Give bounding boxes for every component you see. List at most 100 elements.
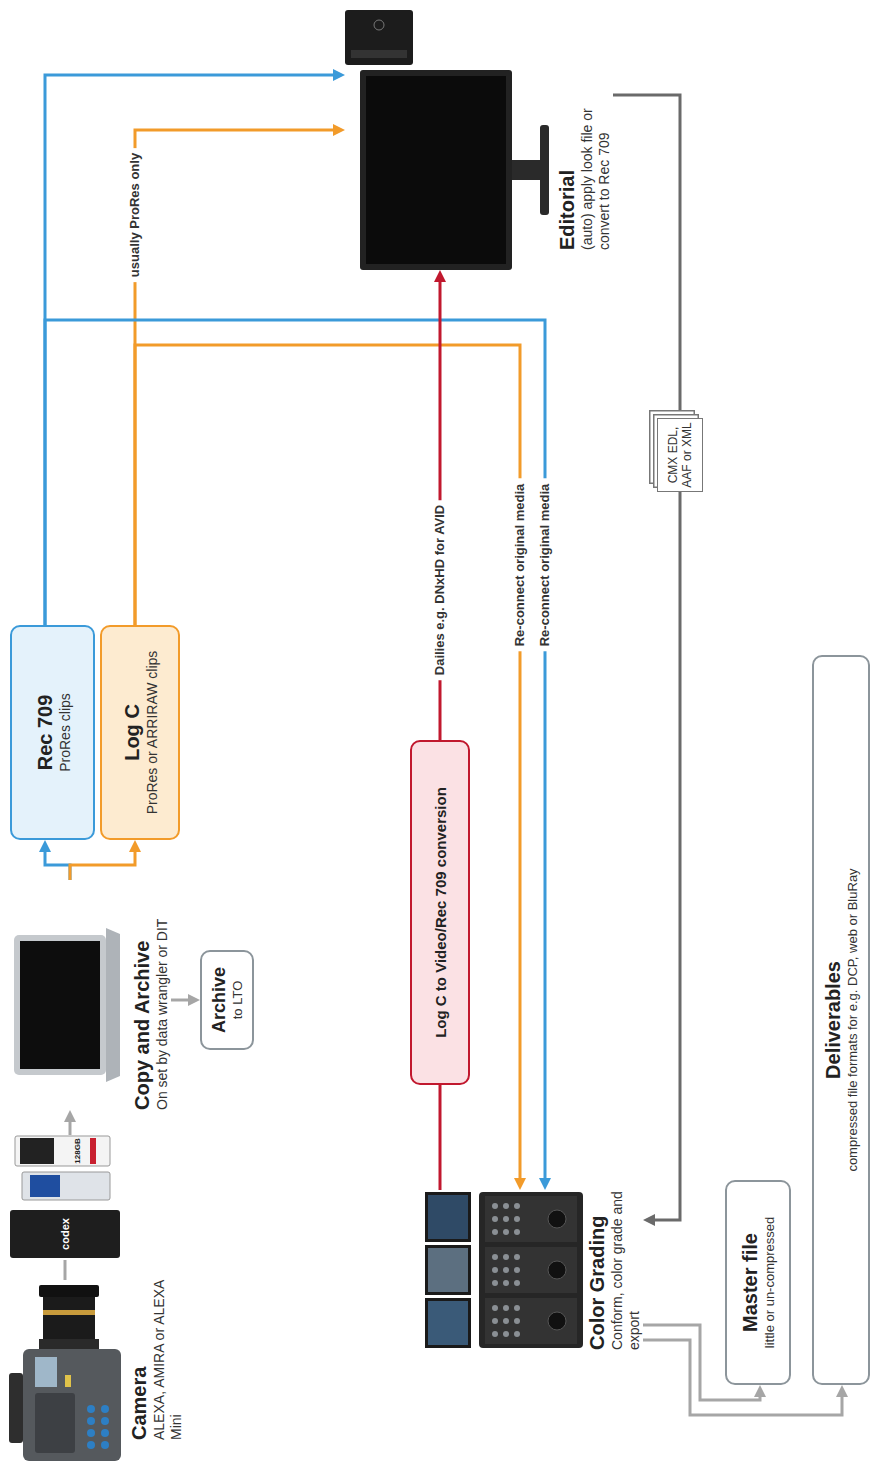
- node-text: little or un-compressed: [762, 1217, 778, 1349]
- node-text: On set by data wrangler or DIT: [154, 880, 171, 1110]
- console-knob: [514, 1229, 520, 1235]
- camera-button: [101, 1429, 109, 1437]
- console-knob: [492, 1229, 498, 1235]
- grading-monitor: [425, 1298, 471, 1348]
- illustrated-node: Color GradingConform, color grade and ex…: [425, 1190, 643, 1350]
- editorial-illustration: [345, 5, 555, 270]
- console-knob: [503, 1216, 509, 1222]
- console-panel: [485, 1247, 577, 1293]
- console-knob: [492, 1318, 498, 1324]
- camera-button: [101, 1417, 109, 1425]
- console-knob: [514, 1331, 520, 1337]
- grading-console: [479, 1192, 583, 1348]
- connector: [64, 1260, 67, 1280]
- console-trackball: [548, 1261, 566, 1279]
- camera-button: [101, 1405, 109, 1413]
- console-knob: [503, 1305, 509, 1311]
- console-knob: [514, 1254, 520, 1260]
- edge-label: Re-connect original media: [511, 479, 529, 652]
- console-knob: [492, 1267, 498, 1273]
- process-box: Master filelittle or un-compressed: [725, 1180, 791, 1385]
- camera-screen: [35, 1357, 57, 1387]
- connector: [69, 1114, 72, 1135]
- console-knob: [514, 1318, 520, 1324]
- grading-illustration: [425, 1190, 585, 1350]
- cfast-strip: [90, 1138, 96, 1164]
- cfast-label: [20, 1138, 54, 1164]
- monitor-base: [540, 125, 549, 215]
- sxs-label: [30, 1175, 60, 1197]
- camera-button: [87, 1405, 95, 1413]
- connector: [135, 345, 520, 1186]
- lens-ring: [43, 1310, 95, 1315]
- illustrated-node: CameraALEXA, AMIRA or ALEXA Mini: [5, 1280, 185, 1465]
- grading-monitor: [425, 1192, 471, 1242]
- node-heading: Color Grading: [585, 1190, 609, 1350]
- console-knob: [492, 1305, 498, 1311]
- console-knob: [492, 1216, 498, 1222]
- camera-button: [87, 1429, 95, 1437]
- console-knob: [503, 1267, 509, 1273]
- console-knob: [492, 1254, 498, 1260]
- lens-front: [39, 1285, 99, 1297]
- lens-mount: [39, 1339, 99, 1349]
- console-knob: [492, 1280, 498, 1286]
- camera-illustration: [5, 1280, 127, 1465]
- laptop-illustration: [10, 880, 130, 1110]
- console-knob: [514, 1305, 520, 1311]
- node-heading: Copy and Archive: [130, 880, 154, 1110]
- device-label: 128GB: [72, 1136, 84, 1166]
- laptop-screen: [20, 941, 100, 1069]
- node-heading: Deliverables: [821, 961, 845, 1079]
- connector: [45, 320, 545, 1186]
- edge-label: Re-connect original media: [536, 479, 554, 652]
- camera-badge: [65, 1375, 71, 1387]
- console-knob: [503, 1229, 509, 1235]
- connector: [70, 844, 135, 880]
- process-box: Log CProRes or ARRIRAW clips: [100, 625, 180, 840]
- camera-panel: [35, 1393, 75, 1453]
- console-panel: [485, 1196, 577, 1242]
- process-box: Deliverablescompressed file formats for …: [812, 655, 870, 1385]
- process-box: Rec 709ProRes clips: [10, 625, 95, 840]
- console-knob: [514, 1280, 520, 1286]
- node-heading: Editorial: [555, 65, 579, 250]
- console-trackball: [548, 1210, 566, 1228]
- connector: [45, 75, 341, 625]
- codex-drive: [10, 1210, 120, 1258]
- console-knob: [514, 1203, 520, 1209]
- node-heading: Rec 709: [33, 695, 57, 771]
- process-box: Archiveto LTO: [200, 950, 254, 1050]
- console-knob: [503, 1254, 509, 1260]
- illustrated-node: codex128GB: [10, 1135, 120, 1260]
- grading-screen: [428, 1248, 468, 1292]
- console-knob: [503, 1318, 509, 1324]
- node-heading: Master file: [738, 1233, 762, 1332]
- connector: [171, 999, 196, 1002]
- console-knob: [503, 1280, 509, 1286]
- grading-screen: [428, 1301, 468, 1345]
- monitor-bezel: [360, 70, 512, 270]
- edge-label: Dailies e.g. DNxHD for AVID: [431, 500, 449, 680]
- monitor-neck: [512, 160, 540, 180]
- node-text: compressed file formats for e.g. DCP, we…: [845, 868, 861, 1171]
- camera-button: [101, 1441, 109, 1449]
- connector: [439, 1085, 442, 1190]
- node-text: (auto) apply look file or convert to Rec…: [579, 65, 613, 250]
- laptop-base: [106, 928, 120, 1082]
- console-panel: [485, 1298, 577, 1344]
- camera-button: [87, 1441, 95, 1449]
- laptop-lid: [14, 935, 106, 1075]
- process-box: Log C to Video/Rec 709 conversion: [410, 740, 470, 1085]
- lens-body: [43, 1297, 95, 1339]
- cfast-card: [15, 1136, 110, 1166]
- connector: [45, 844, 70, 880]
- console-knob: [503, 1331, 509, 1337]
- node-text: ALEXA, AMIRA or ALEXA Mini: [151, 1280, 185, 1440]
- console-knob: [514, 1216, 520, 1222]
- grading-monitor: [425, 1245, 471, 1295]
- console-knob: [503, 1203, 509, 1209]
- node-text: ProRes clips: [57, 693, 73, 772]
- node-heading: Camera: [127, 1280, 151, 1440]
